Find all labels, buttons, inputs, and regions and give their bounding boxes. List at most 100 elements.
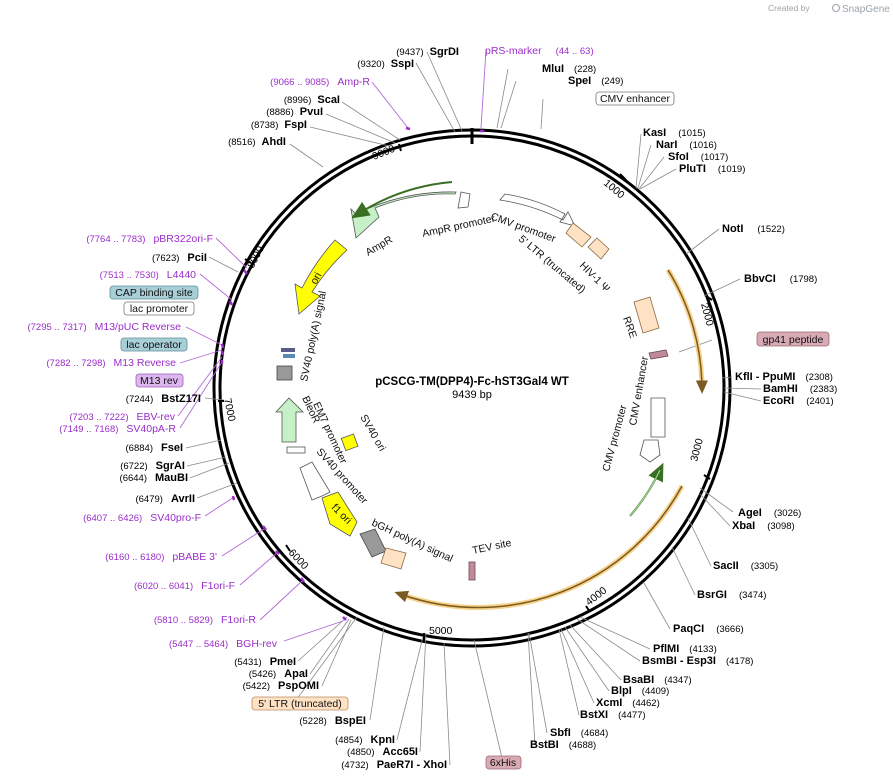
site-pos: (2401) — [806, 396, 833, 407]
primer-label: (7282 .. 7298) M13 Reverse — [46, 357, 176, 369]
tick-label: 3000 — [688, 437, 706, 463]
feature-label-cmv-promoter-right: CMV promoter — [600, 403, 629, 473]
primer-label: (7203 .. 7222)EBV-rev — [69, 411, 175, 423]
tev-site-box — [468, 561, 476, 581]
primer-range: (9066 .. 9085) — [270, 77, 329, 88]
site-name: BstZ17I — [161, 393, 201, 405]
site-pos: (5426) — [249, 669, 276, 680]
site-name: NotI — [722, 223, 743, 235]
boxed-label-text: lac promoter — [130, 303, 189, 315]
ltr-box-top — [565, 222, 592, 248]
site-label: SfoI(1017) — [668, 151, 728, 163]
sv40-promoter-arrow — [299, 461, 331, 501]
site-label: NarI(1016) — [656, 139, 717, 151]
feature-label-ori: ori — [308, 270, 324, 286]
ampr-promoter-arrow — [457, 191, 471, 209]
site-pos: (5228) — [299, 716, 326, 727]
primer-label: (7149 .. 7168)SV40pA-R — [59, 423, 176, 435]
site-label: (4732)PaeR7I - XhoI — [341, 759, 447, 771]
boxed-label-bg — [756, 331, 830, 347]
boxed-label-bg — [485, 755, 522, 770]
site-pos: (2308) — [806, 372, 833, 383]
site-label: (8886)PvuI — [266, 106, 323, 118]
site-name: ScaI — [317, 94, 340, 106]
site-pos: (2383) — [810, 384, 837, 395]
snapgene-credit: Created by SnapGene — [768, 3, 890, 15]
site-label: (8516) AhdI — [228, 136, 286, 148]
site-label: AgeI(3026) — [738, 507, 801, 519]
site-label: PaqCI(3666) — [673, 623, 744, 635]
site-pos: (3666) — [716, 624, 743, 635]
ticks — [218, 143, 713, 640]
primer-range: (7295 .. 7317) — [27, 322, 86, 333]
site-label: SpeI(249) — [568, 75, 623, 87]
primer-marks — [220, 126, 484, 621]
primer-range: (6160 .. 6180) — [105, 552, 164, 563]
primer-name: pRS-marker — [485, 45, 542, 57]
ampr-arrow — [350, 191, 457, 239]
site-pos: (3474) — [739, 590, 766, 601]
site-label: EcoRI(2401) — [763, 395, 834, 407]
em7-promoter-box — [286, 446, 306, 454]
primer-range: (7282 .. 7298) — [46, 358, 105, 369]
site-pos: (4347) — [664, 675, 691, 686]
site-pos: (1016) — [689, 140, 716, 151]
snapgene-logo-icon — [832, 4, 840, 12]
primer-range: (5447 .. 5464) — [169, 639, 228, 650]
primer-label: (6407 .. 6426)SV40pro-F — [83, 512, 201, 524]
primer-name: M13 Reverse — [114, 357, 177, 369]
site-label: BstBI(4688) — [530, 739, 596, 751]
sv40-ori-box — [340, 433, 359, 452]
tick-label: 9000 — [371, 143, 397, 163]
primer-name: M13/pUC Reverse — [95, 321, 182, 333]
boxed-label-text: gp41 peptide — [763, 334, 824, 346]
boxed-label: 6xHis — [485, 755, 522, 770]
site-label: KflI - PpuMI(2308) — [735, 371, 833, 383]
primer-label: (7764 .. 7783)pBR322ori-F — [86, 233, 213, 245]
site-pos: (4477) — [618, 710, 645, 721]
site-label: (9320)SspI — [357, 58, 414, 70]
tick-label: 1000 — [601, 177, 627, 201]
site-label: (5228)BspEI — [299, 715, 366, 727]
primer-range: (5810 .. 5829) — [154, 615, 213, 626]
primer-label: (7513 .. 7530)L4440 — [100, 269, 197, 281]
site-label: (6479)AvrII — [135, 493, 195, 505]
site-label: BsmBI - Esp3I(4178) — [642, 655, 753, 667]
sites-right: MluI(228) SpeI(249) KasI(1015) NarI(1016… — [530, 63, 837, 751]
boxed-label-text: lac operator — [126, 339, 182, 351]
boxed-label: M13 rev — [135, 373, 184, 388]
primer-name: BGH-rev — [236, 638, 278, 650]
site-pos: (1798) — [790, 274, 817, 285]
feature-label-ampr-promoter: AmpR promoter — [421, 213, 496, 240]
feature-label-rre: RRE — [620, 315, 639, 340]
site-pos: (4854) — [335, 735, 362, 746]
site-pos: (8516) — [228, 137, 255, 148]
feature-label-cmv-enhancer: CMV enhancer — [627, 355, 651, 427]
sites-left: (9437)SgrDI (9320)SspI (8996)ScaI (8886)… — [120, 46, 459, 771]
primer-label: (5447 .. 5464) BGH-rev — [169, 638, 278, 650]
site-name: MauBI — [155, 472, 188, 484]
site-label: (5431)PmeI — [234, 656, 296, 668]
site-pos: (4462) — [632, 698, 659, 709]
site-pos: (4133) — [689, 644, 716, 655]
site-label: (8738)FspI — [251, 119, 307, 131]
f1-ori-arrow — [321, 491, 358, 537]
lac-element — [281, 348, 295, 352]
site-label: (5426)ApaI — [249, 668, 308, 680]
primer-label: (6020 .. 6041)F1ori-F — [134, 580, 235, 592]
site-name: AhdI — [262, 136, 286, 148]
feature-label-sv40-ori: SV40 ori — [357, 413, 388, 454]
primer-range: (44 .. 63) — [556, 46, 594, 57]
primer-name: SV40pA-R — [126, 423, 176, 435]
site-name: XbaI — [732, 520, 755, 532]
boxed-label-text: CAP binding site — [115, 287, 193, 299]
site-label: (4850)Acc65I — [347, 746, 418, 758]
site-label: (6722)SgrAI — [120, 460, 185, 472]
gp41-box — [648, 349, 669, 360]
site-pos: (1522) — [757, 224, 784, 235]
bleor-arrow — [275, 397, 304, 443]
primer-labels: pRS-marker(44 .. 63) (9066 .. 9085)Amp-R… — [27, 45, 593, 650]
site-pos: (7244) — [126, 394, 153, 405]
site-label: (6884)FseI — [126, 442, 183, 454]
